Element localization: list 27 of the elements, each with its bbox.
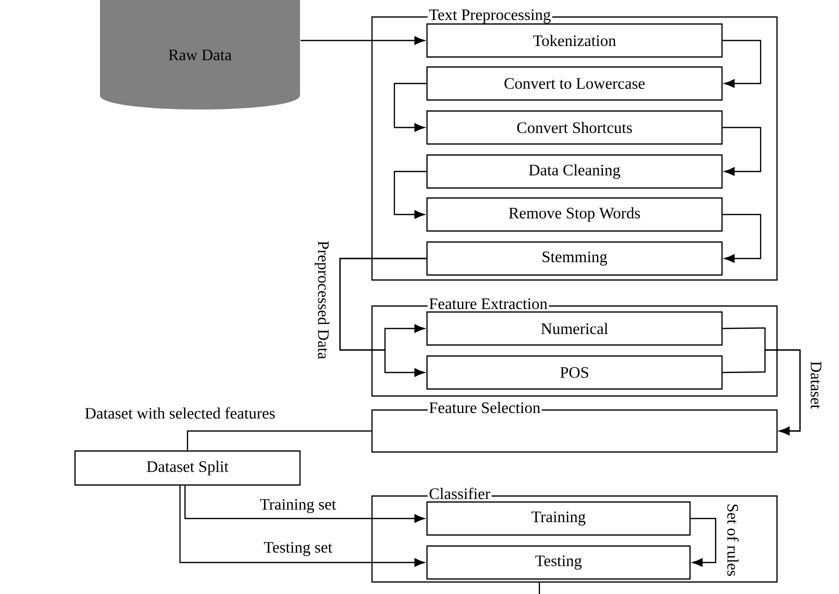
arrow (722, 349, 801, 436)
arrow (722, 214, 762, 263)
edge-label: Training set (258, 498, 338, 514)
process-box: Convert to Lowercase (426, 66, 723, 101)
arrow (179, 486, 425, 567)
cylinder: Raw Data (100, 0, 300, 110)
edge-label: Testing set (262, 540, 334, 558)
arrow (394, 82, 426, 132)
process-box: Stemming (426, 241, 723, 276)
arrow (722, 126, 762, 176)
arrow (184, 486, 425, 523)
process-box: Dataset Split (74, 450, 301, 486)
edge-label: Preprocessed Data (313, 239, 331, 361)
edge-label: Dataset with selected features (83, 406, 277, 420)
process-box: Data Cleaning (426, 154, 723, 189)
arrow (690, 518, 716, 567)
edge-label: Set of rules (726, 502, 740, 578)
arrow (722, 40, 762, 88)
process-box: POS (426, 355, 723, 390)
arrow (339, 258, 426, 377)
arrow (394, 170, 426, 219)
edge-label: Dataset (809, 360, 823, 410)
group-box: Feature Selection (371, 400, 778, 453)
process-box: Remove Stop Words (426, 197, 723, 232)
process-box: Testing (426, 545, 691, 580)
process-box: Convert Shortcuts (426, 110, 723, 145)
arrow (300, 36, 425, 45)
